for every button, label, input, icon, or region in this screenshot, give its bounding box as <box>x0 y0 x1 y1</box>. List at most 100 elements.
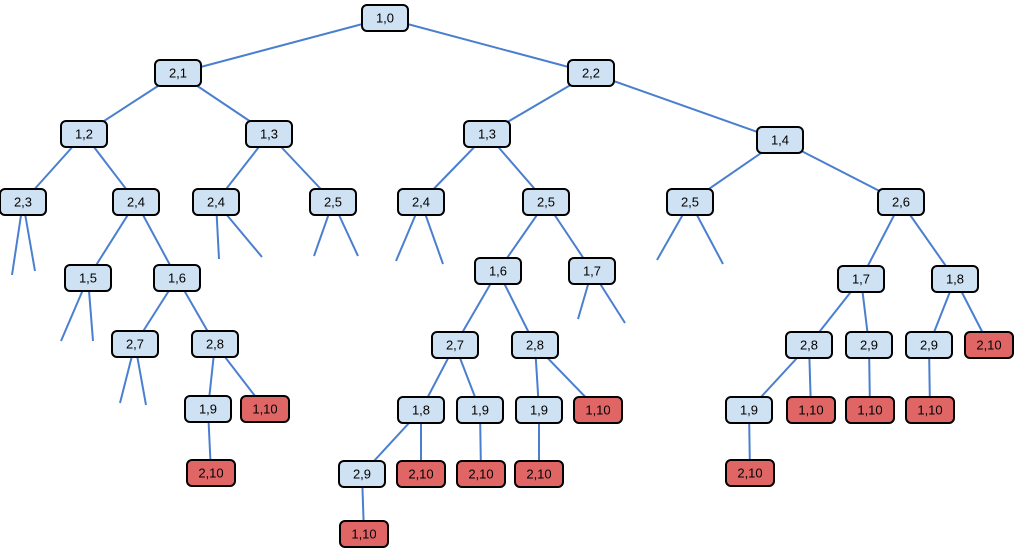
node-box <box>474 257 522 285</box>
node-label: 2,5 <box>324 194 342 209</box>
node-label: 2,4 <box>207 194 225 209</box>
node-box <box>397 188 445 216</box>
node-box <box>60 120 108 148</box>
node-box <box>397 396 445 424</box>
node-label: 2,5 <box>537 194 555 209</box>
tree-node: 2,9 <box>845 331 893 359</box>
node-box <box>184 395 232 423</box>
terminal-node: 1,10 <box>905 396 955 424</box>
node-box <box>568 257 616 285</box>
node-label: 1,8 <box>946 271 964 286</box>
node-label: 1,2 <box>75 126 93 141</box>
node-box <box>725 459 775 487</box>
node-label: 2,10 <box>468 466 493 481</box>
terminal-node: 2,10 <box>725 459 775 487</box>
node-box <box>456 460 506 488</box>
node-label: 1,4 <box>771 132 789 147</box>
node-label: 2,4 <box>412 194 430 209</box>
node-box <box>522 188 570 216</box>
node-label: 1,10 <box>798 402 823 417</box>
node-box <box>153 264 201 292</box>
tree-node: 1,7 <box>568 257 616 285</box>
node-box <box>905 396 955 424</box>
node-box <box>567 59 615 87</box>
node-box <box>396 460 446 488</box>
node-box <box>431 331 479 359</box>
tree-node: 1,7 <box>837 265 885 293</box>
node-label: 2,10 <box>976 337 1001 352</box>
stub-edges-layer <box>11 201 724 406</box>
node-label: 2,10 <box>737 465 762 480</box>
node-box <box>845 396 895 424</box>
node-label: 1,0 <box>376 10 394 25</box>
node-label: 1,5 <box>79 270 97 285</box>
tree-node: 2,2 <box>567 59 615 87</box>
node-label: 2,10 <box>198 465 223 480</box>
tree-node: 1,9 <box>725 396 773 424</box>
terminal-node: 2,10 <box>456 460 506 488</box>
node-label: 2,6 <box>892 194 910 209</box>
node-box <box>154 59 202 87</box>
tree-node: 2,5 <box>522 188 570 216</box>
node-box <box>515 396 563 424</box>
node-label: 1,3 <box>478 126 496 141</box>
terminal-node: 1,10 <box>573 396 623 424</box>
node-label: 1,7 <box>583 263 601 278</box>
tree-node: 2,8 <box>191 330 239 358</box>
node-box <box>905 331 953 359</box>
node-label: 2,2 <box>582 65 600 80</box>
tree-edge <box>590 72 781 141</box>
terminal-node: 1,10 <box>786 396 836 424</box>
node-box <box>514 460 564 488</box>
node-box <box>361 4 409 32</box>
node-box <box>666 188 714 216</box>
node-label: 1,6 <box>168 270 186 285</box>
nodes-layer: 1,0 2,1 2,2 1,2 1,3 1,3 1,4 2,3 2,4 2,4 2,5 2,4 2,5 2… <box>0 4 1014 548</box>
node-label: 1,8 <box>412 402 430 417</box>
tree-node: 2,6 <box>877 188 925 216</box>
terminal-node: 1,10 <box>845 396 895 424</box>
node-box <box>756 126 804 154</box>
node-box <box>837 265 885 293</box>
node-box <box>931 265 979 293</box>
node-label: 1,9 <box>199 401 217 416</box>
node-box <box>64 264 112 292</box>
terminal-node: 2,10 <box>396 460 446 488</box>
node-label: 2,7 <box>446 337 464 352</box>
tree-node: 2,8 <box>511 331 559 359</box>
node-box <box>309 188 357 216</box>
tree-node: 2,5 <box>309 188 357 216</box>
tree-node: 2,8 <box>785 331 833 359</box>
node-label: 1,9 <box>740 402 758 417</box>
tree-node: 2,4 <box>397 188 445 216</box>
node-label: 2,5 <box>681 194 699 209</box>
tree-node: 1,6 <box>474 257 522 285</box>
node-box <box>511 331 559 359</box>
node-label: 2,1 <box>169 65 187 80</box>
tree-node: 1,9 <box>456 396 504 424</box>
tree-node: 1,3 <box>463 120 511 148</box>
node-box <box>112 188 160 216</box>
node-label: 2,4 <box>127 194 145 209</box>
node-label: 2,8 <box>526 337 544 352</box>
node-label: 1,3 <box>260 126 278 141</box>
node-box <box>192 188 240 216</box>
node-label: 2,3 <box>14 194 32 209</box>
tree-node: 2,7 <box>111 330 159 358</box>
tree-edge <box>384 17 592 74</box>
node-box <box>573 396 623 424</box>
node-label: 1,10 <box>585 402 610 417</box>
node-label: 1,9 <box>530 402 548 417</box>
node-box <box>338 460 386 488</box>
tree-node: 2,1 <box>154 59 202 87</box>
node-label: 1,10 <box>252 401 277 416</box>
node-label: 1,6 <box>489 263 507 278</box>
node-box <box>845 331 893 359</box>
tree-node: 2,4 <box>192 188 240 216</box>
node-box <box>240 395 290 423</box>
tree-node: 1,0 <box>361 4 409 32</box>
node-label: 2,7 <box>126 336 144 351</box>
node-label: 1,9 <box>471 402 489 417</box>
node-label: 2,9 <box>860 337 878 352</box>
